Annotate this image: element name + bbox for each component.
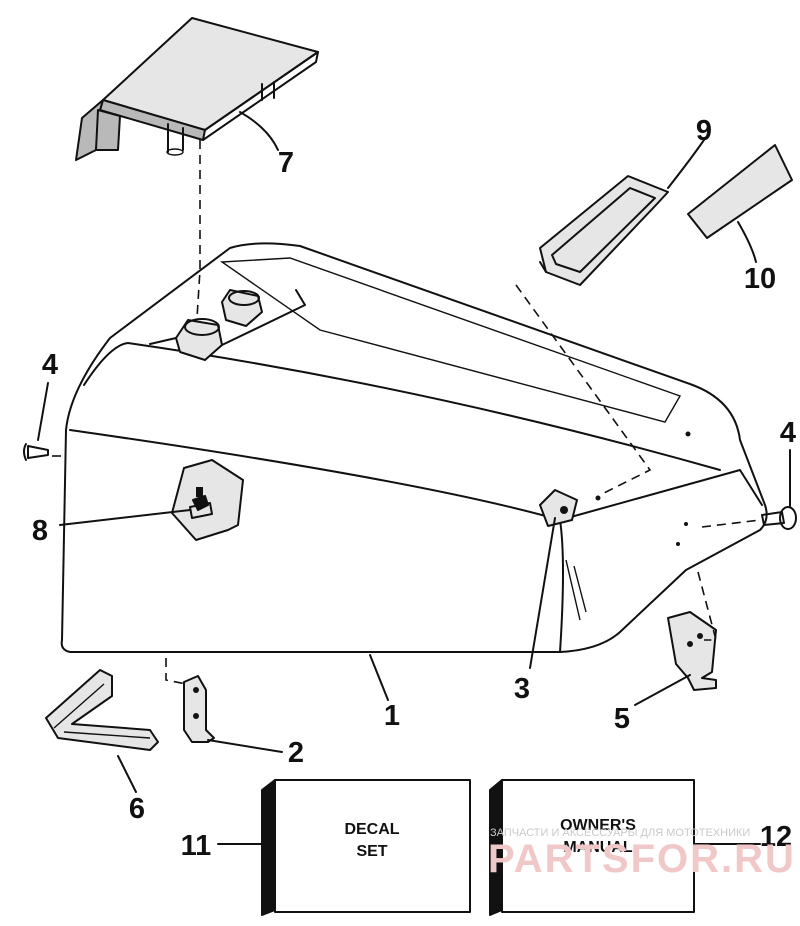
callout-9: 9 bbox=[696, 115, 712, 147]
decal-box-line-2: SET bbox=[356, 843, 387, 860]
part-10-strip bbox=[687, 144, 793, 239]
callout-4-right: 4 bbox=[780, 417, 796, 449]
watermark: ЗАПЧАСТИ И АКСЕССУАРЫ ДЛЯ МОТОТЕХНИКИ PA… bbox=[488, 827, 796, 881]
callout-4-left: 4 bbox=[42, 349, 58, 381]
part-9-grille bbox=[539, 175, 669, 286]
callout-11: 11 bbox=[181, 830, 212, 862]
part-6-seal bbox=[45, 669, 159, 751]
callout-10: 10 bbox=[744, 263, 776, 295]
callout-12: 12 bbox=[760, 821, 792, 853]
callout-2: 2 bbox=[288, 737, 304, 769]
decal-set-box: DECAL SET bbox=[261, 779, 471, 916]
callout-1: 1 bbox=[384, 700, 400, 732]
part-4-pin-right bbox=[761, 506, 797, 530]
assembly-dashed-lines bbox=[52, 140, 761, 685]
part-2-angle-bracket bbox=[183, 675, 215, 743]
manual-box-line-2: MANUAL bbox=[563, 839, 633, 856]
watermark-brand: PARTSFOR.RU bbox=[488, 837, 796, 881]
owners-manual-box: OWNER'S MANUAL bbox=[489, 779, 695, 916]
callout-7: 7 bbox=[278, 147, 294, 179]
part-1-motor-cover bbox=[60, 242, 768, 653]
callout-5: 5 bbox=[614, 703, 630, 735]
callout-numbers: 1 2 3 4 4 5 6 7 8 9 10 11 12 bbox=[32, 115, 796, 862]
manual-box-line-1: OWNER'S bbox=[560, 817, 636, 834]
part-4-pin-left bbox=[23, 443, 49, 461]
callout-8: 8 bbox=[32, 515, 48, 547]
decal-box-line-1: DECAL bbox=[344, 821, 399, 838]
leader-lines bbox=[37, 111, 791, 845]
callout-3: 3 bbox=[514, 673, 530, 705]
callout-6: 6 bbox=[129, 793, 145, 825]
part-5-hook-bracket bbox=[667, 611, 717, 691]
watermark-caption: ЗАПЧАСТИ И АКСЕССУАРЫ ДЛЯ МОТОТЕХНИКИ bbox=[490, 827, 750, 839]
part-8-side-bracket bbox=[171, 459, 244, 541]
part-3-plate bbox=[539, 489, 578, 527]
part-7-top-cover bbox=[75, 17, 319, 161]
